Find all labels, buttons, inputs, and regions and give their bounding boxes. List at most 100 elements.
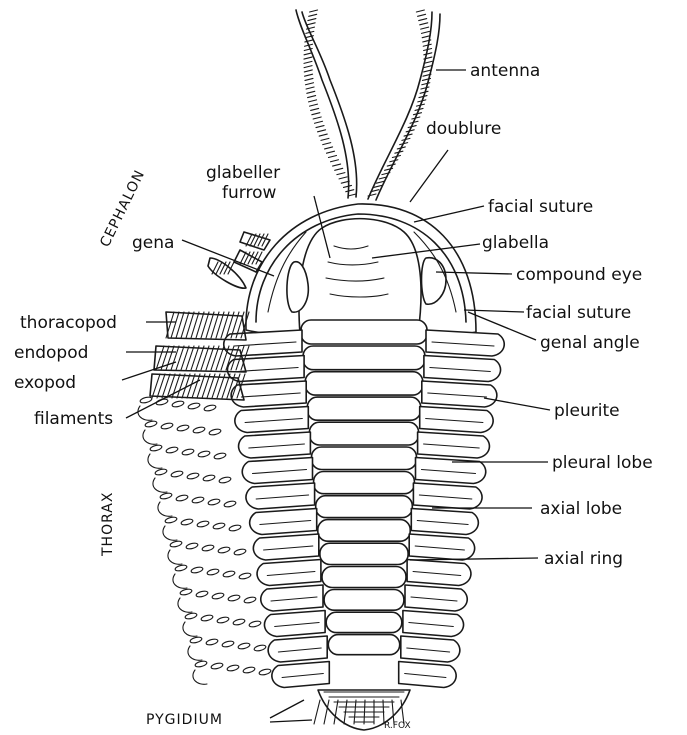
pleurite-segment	[242, 458, 312, 484]
label-glabella: glabella	[482, 233, 549, 253]
filament	[187, 472, 200, 480]
filament	[208, 498, 221, 506]
axial-ring-segment	[328, 635, 399, 655]
label-pygidium: PYGIDIUM	[146, 712, 223, 728]
pleurite-segment	[224, 330, 302, 356]
label-filaments: filaments	[34, 409, 113, 429]
antenna-segment	[387, 164, 395, 166]
hatch-line	[206, 346, 214, 370]
axial-ring-segment	[316, 496, 413, 518]
pleurite-segment	[401, 636, 460, 662]
filament	[182, 448, 195, 456]
filament-curl	[178, 598, 192, 612]
antenna-segment	[416, 10, 424, 12]
filament	[166, 446, 179, 454]
hatch-line	[207, 374, 215, 398]
pleurite-segment	[235, 407, 308, 433]
antenna-segment	[305, 83, 313, 85]
filament	[192, 496, 205, 504]
pygidium-spine	[314, 700, 320, 724]
pleurite-segment	[253, 534, 318, 560]
antenna-segment	[315, 121, 323, 123]
filament-curl	[143, 430, 157, 444]
antenna-segment	[421, 27, 429, 29]
cephalon-shield	[246, 204, 476, 336]
label-axial-lobe: axial lobe	[540, 499, 622, 519]
label-compound-eye: compound eye	[516, 265, 642, 285]
label-antenna: antenna	[470, 61, 540, 81]
filament	[155, 468, 168, 476]
label-pleurite: pleurite	[554, 401, 620, 421]
hatch-line	[216, 312, 224, 338]
filament	[145, 420, 158, 428]
antenna-segment	[325, 147, 333, 149]
label-doublure: doublure	[426, 119, 501, 139]
filament	[181, 518, 194, 526]
filament	[175, 564, 188, 572]
axial-ring-segment	[318, 520, 410, 542]
antenna-segment	[346, 190, 354, 192]
hatch-line	[166, 346, 174, 370]
antenna-segment	[308, 19, 316, 21]
antenna-segment	[310, 10, 318, 12]
filament	[188, 402, 201, 410]
hatch-line	[157, 374, 165, 398]
label-exopod: exopod	[14, 373, 76, 393]
filament	[195, 660, 208, 668]
filament	[212, 592, 225, 600]
filament-curl	[188, 646, 202, 660]
axial-ring-segment	[322, 567, 406, 588]
label-thorax: THORAX	[100, 492, 116, 557]
pleurite-segment	[405, 585, 467, 611]
antenna-segment	[418, 14, 426, 16]
axial-ring-segment	[312, 447, 417, 470]
antenna-segment	[312, 113, 320, 115]
label-genal-angle: genal angle	[540, 333, 640, 353]
antenna-segment	[305, 74, 313, 76]
antenna-segment	[310, 104, 318, 106]
antenna-segment	[348, 194, 356, 196]
antenna-segment	[422, 83, 430, 85]
antenna-segment	[318, 130, 326, 132]
filament	[223, 570, 236, 578]
filament	[186, 542, 199, 550]
label-endopod: endopod	[14, 343, 88, 363]
antenna-segment	[304, 66, 312, 68]
filament-curl	[163, 526, 177, 540]
pleurite-segment	[268, 636, 327, 662]
label-gena: gena	[132, 233, 174, 253]
pleurite-segment	[250, 509, 317, 535]
hatch-line	[176, 312, 184, 338]
hatch-line	[186, 312, 194, 338]
pleurite-segment	[264, 611, 325, 637]
filament	[217, 616, 230, 624]
antenna-segment	[304, 61, 312, 63]
pleurite-segment	[411, 509, 478, 535]
pleurite-segment	[422, 381, 497, 407]
filament	[161, 422, 174, 430]
hatch-line	[186, 346, 194, 370]
axial-ring-segment	[305, 372, 423, 395]
pleurite-segment	[246, 483, 315, 509]
label-glabellar-furrow-2: furrow	[222, 183, 276, 203]
antennae	[296, 10, 440, 200]
filament	[243, 666, 256, 674]
filament	[229, 524, 242, 532]
filament	[191, 566, 204, 574]
antenna-segment	[331, 160, 339, 162]
filament-curl	[168, 550, 182, 564]
axial-ring-segment	[324, 590, 404, 611]
label-thoracopod: thoracopod	[20, 313, 117, 333]
hatch-line	[201, 346, 209, 370]
filament	[222, 640, 235, 648]
antenna-segment	[316, 126, 324, 128]
hatch-line	[171, 346, 179, 370]
pleurite-segment	[399, 662, 456, 688]
antenna-segment	[424, 66, 432, 68]
filament	[207, 568, 220, 576]
filament	[219, 476, 232, 484]
filament-curl	[158, 502, 172, 516]
antenna-segment	[344, 185, 352, 187]
